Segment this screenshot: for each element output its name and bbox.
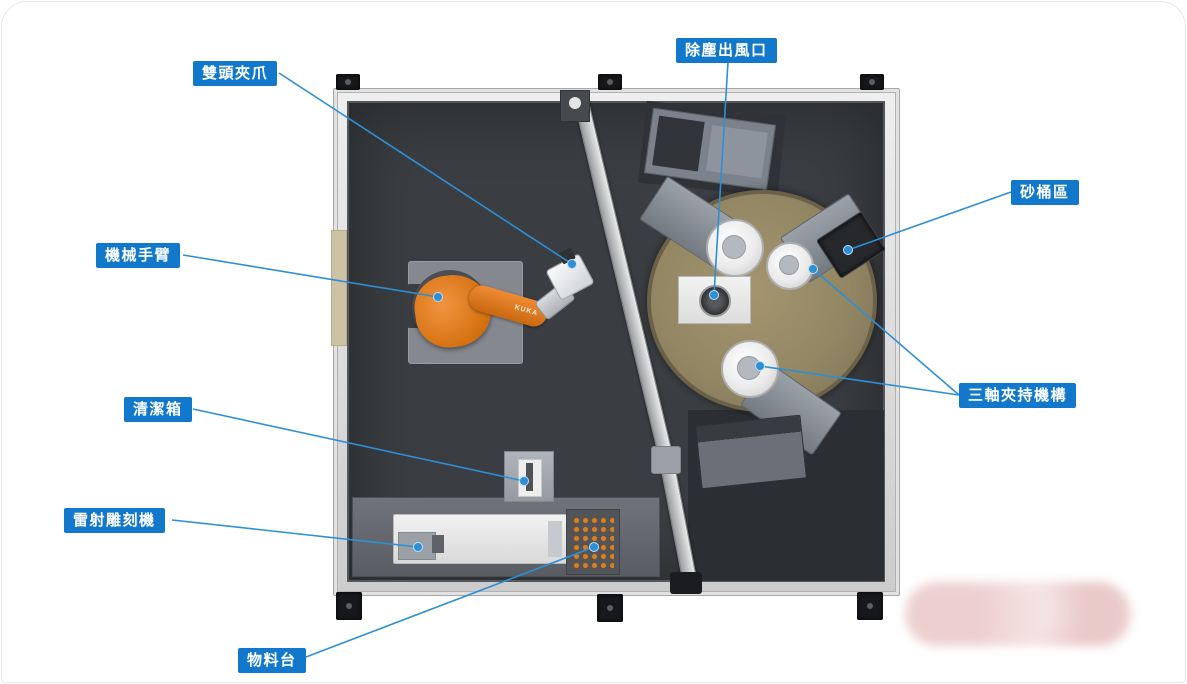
- dust-collector-light-panel: [705, 125, 768, 179]
- mount-bracket-top-right: [860, 74, 884, 90]
- watermark-blur: [905, 582, 1131, 646]
- clamp-core-top: [722, 235, 746, 259]
- label-double-head-gripper: 雙頭夾爪: [193, 61, 278, 86]
- mount-bracket-top-left: [336, 74, 360, 90]
- dust-collector-dark-panel: [652, 115, 705, 172]
- label-three-axis-clamp: 三軸夾持機構: [959, 383, 1077, 408]
- cleaning-box-slot: [526, 463, 533, 491]
- laser-lens: [432, 535, 444, 553]
- label-robot-arm: 機械手臂: [96, 243, 181, 268]
- label-laser-engraver: 雷射雕刻機: [64, 508, 165, 533]
- mount-bracket-top-mid: [598, 74, 622, 90]
- rail-top-knob: [569, 97, 581, 109]
- laser-engraver-body: [393, 514, 569, 564]
- mount-bracket-bottom-right: [857, 592, 883, 620]
- side-panel-tan: [331, 230, 347, 346]
- rail-foot: [670, 572, 702, 594]
- mount-bracket-bottom-left: [336, 592, 362, 620]
- mount-bracket-bottom-mid: [597, 594, 623, 622]
- label-sand-bucket-area: 砂桶區: [1011, 180, 1079, 205]
- laser-head: [398, 532, 436, 560]
- label-dust-outlet: 除塵出風口: [676, 38, 777, 63]
- rail-top-box: [560, 90, 590, 122]
- cleaning-box-unit: [504, 451, 554, 502]
- rail-joint: [651, 446, 681, 474]
- dust-outlet-hole: [699, 285, 731, 317]
- station-box-bottom: [694, 414, 808, 490]
- label-cleaning-box: 清潔箱: [124, 397, 192, 422]
- clamp-core-right: [779, 255, 799, 275]
- laser-side-panel: [548, 521, 562, 557]
- material-tray: [566, 509, 620, 575]
- material-tray-slots: [570, 514, 614, 569]
- label-material-table: 物料台: [238, 648, 306, 673]
- clamp-core-bottom: [737, 356, 761, 380]
